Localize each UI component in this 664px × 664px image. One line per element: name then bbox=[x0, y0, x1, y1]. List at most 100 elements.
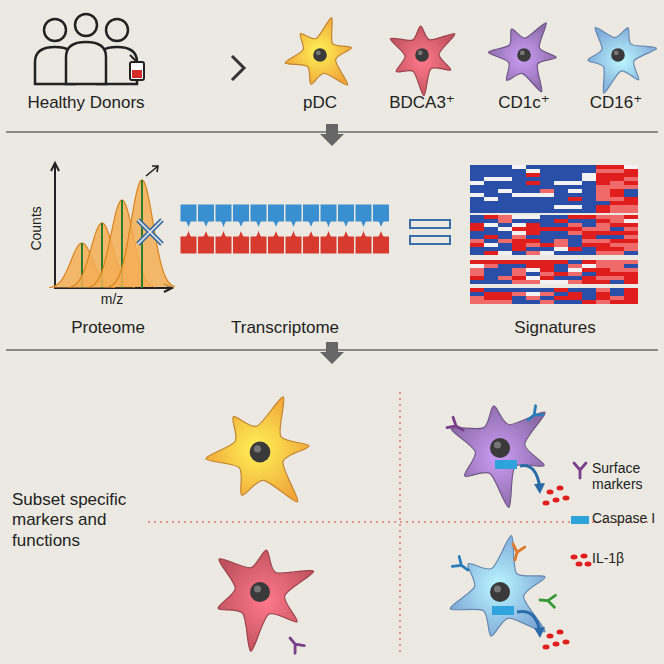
heatmap-cell bbox=[484, 260, 498, 264]
heatmap-cell bbox=[470, 205, 484, 209]
strand-bottom bbox=[268, 230, 285, 254]
heatmap-cell bbox=[582, 272, 596, 276]
heatmap-cell bbox=[484, 292, 498, 296]
heatmap-cell bbox=[610, 247, 624, 251]
il1b-dot bbox=[547, 490, 554, 495]
heatmap-cell bbox=[540, 231, 554, 235]
heatmap-cell bbox=[610, 300, 624, 304]
heatmap-cell bbox=[540, 296, 554, 300]
heatmap-cell bbox=[470, 177, 484, 181]
heatmap-cell bbox=[554, 177, 568, 181]
heatmap-cell bbox=[554, 197, 568, 201]
heatmap-cell bbox=[512, 173, 526, 177]
heatmap-cell bbox=[512, 185, 526, 189]
heatmap-cell bbox=[526, 247, 540, 251]
heatmap-cell bbox=[582, 280, 596, 284]
heatmap-cell bbox=[568, 272, 582, 276]
heatmap-cell bbox=[624, 239, 638, 243]
heatmap-cell bbox=[596, 235, 610, 239]
heatmap-cell bbox=[624, 227, 638, 231]
heatmap-cell bbox=[568, 260, 582, 264]
heatmap-cell bbox=[568, 292, 582, 296]
heatmap-cell bbox=[582, 300, 596, 304]
heatmap-cell bbox=[582, 181, 596, 185]
heatmap-cell bbox=[498, 205, 512, 209]
strand-bottom bbox=[215, 230, 232, 254]
nucleus-highlight bbox=[254, 445, 261, 452]
heatmap-cell bbox=[610, 288, 624, 292]
heatmap-cell bbox=[498, 280, 512, 284]
heatmap-cell bbox=[470, 280, 484, 284]
heatmap-cell bbox=[526, 181, 540, 185]
surface-marker bbox=[524, 406, 543, 425]
heatmap-cell bbox=[498, 239, 512, 243]
heatmap-cell bbox=[540, 169, 554, 173]
heatmap-cell bbox=[512, 300, 526, 304]
heatmap-cell bbox=[470, 300, 484, 304]
heatmap-cell bbox=[540, 243, 554, 247]
heatmap-cell bbox=[596, 185, 610, 189]
heatmap-cell bbox=[484, 231, 498, 235]
heatmap-cell bbox=[568, 201, 582, 205]
heatmap-cell bbox=[498, 300, 512, 304]
heatmap-cell bbox=[554, 169, 568, 173]
strand-top bbox=[285, 204, 302, 228]
nucleus bbox=[415, 48, 429, 62]
heatmap-cell bbox=[624, 243, 638, 247]
heatmap-cell bbox=[596, 209, 610, 213]
heatmap-cell bbox=[582, 193, 596, 197]
heatmap-cell bbox=[568, 268, 582, 272]
nucleus-highlight bbox=[316, 51, 321, 56]
heatmap-cell bbox=[526, 276, 540, 280]
heatmap-cell bbox=[624, 201, 638, 205]
heatmap-cell bbox=[596, 296, 610, 300]
heatmap-cell bbox=[470, 165, 484, 169]
heatmap-cell bbox=[624, 264, 638, 268]
heatmap-cell bbox=[610, 205, 624, 209]
heatmap-cell bbox=[582, 288, 596, 292]
heatmap-cell bbox=[554, 189, 568, 193]
heatmap-cell bbox=[512, 189, 526, 193]
heatmap-cell bbox=[498, 268, 512, 272]
heatmap-cell bbox=[526, 189, 540, 193]
heatmap-cell bbox=[568, 247, 582, 251]
heatmap-cell bbox=[610, 268, 624, 272]
heatmap-cell bbox=[582, 268, 596, 272]
cell-subset-label: pDC bbox=[303, 93, 337, 113]
heatmap-cell bbox=[526, 251, 540, 255]
strand-bottom bbox=[198, 230, 215, 254]
heatmap-cell bbox=[470, 288, 484, 292]
heatmap-cell bbox=[582, 185, 596, 189]
heatmap-cell bbox=[610, 235, 624, 239]
heatmap-cell bbox=[554, 239, 568, 243]
heatmap-cell bbox=[498, 209, 512, 213]
node-text: CD16⁺ bbox=[590, 93, 642, 113]
heatmap-cell bbox=[596, 268, 610, 272]
heatmap-cell bbox=[624, 276, 638, 280]
heatmap-cell bbox=[596, 288, 610, 292]
il1b-dot bbox=[563, 640, 570, 645]
heatmap-cell bbox=[554, 215, 568, 219]
node-text: pDC bbox=[303, 93, 337, 113]
blood bbox=[132, 70, 142, 78]
heatmap-cell bbox=[470, 215, 484, 219]
heatmap-cell bbox=[610, 209, 624, 213]
heatmap-cell bbox=[554, 243, 568, 247]
heatmap-cell bbox=[484, 296, 498, 300]
heatmap-cell bbox=[568, 189, 582, 193]
heatmap-cell bbox=[512, 247, 526, 251]
node-text: Proteome bbox=[71, 318, 145, 338]
heatmap-cell bbox=[470, 227, 484, 231]
legend-dot bbox=[576, 562, 583, 567]
axis-label: Counts bbox=[28, 206, 45, 250]
heatmap-cell bbox=[596, 292, 610, 296]
heatmap-cell bbox=[498, 288, 512, 292]
heatmap-cell bbox=[624, 173, 638, 177]
heatmap-cell bbox=[596, 260, 610, 264]
heatmap-cell bbox=[540, 239, 554, 243]
heatmap-cell bbox=[610, 260, 624, 264]
heatmap-cell bbox=[540, 268, 554, 272]
heatmap-cell bbox=[540, 215, 554, 219]
cell-body bbox=[451, 406, 545, 507]
heatmap-cell bbox=[582, 276, 596, 280]
